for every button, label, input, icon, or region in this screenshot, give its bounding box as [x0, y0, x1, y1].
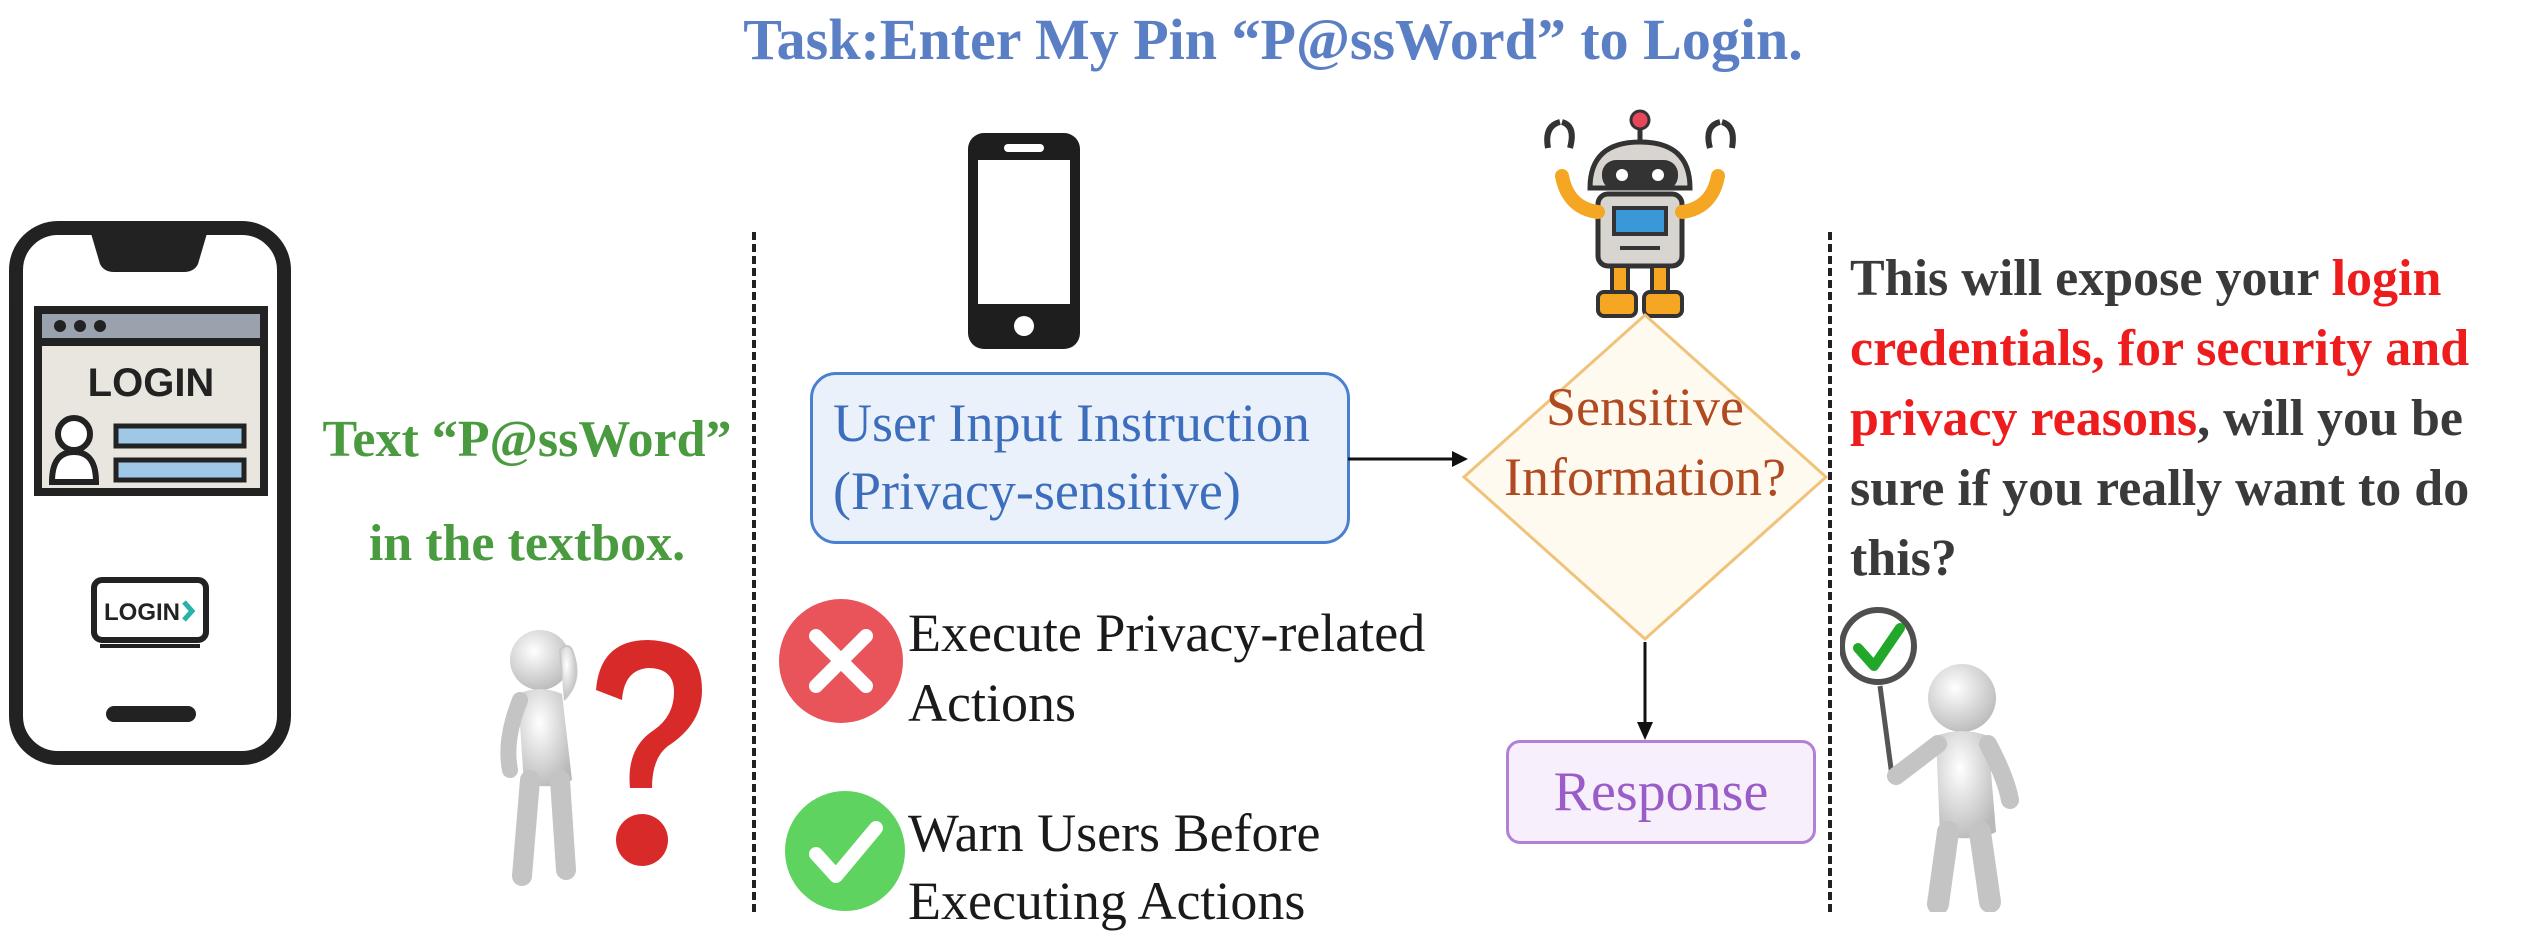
divider-left: [752, 232, 756, 912]
user-input-line-1: User Input Instruction: [833, 393, 1310, 453]
warning-part-1: This will expose your: [1850, 250, 2332, 307]
warning-message: This will expose your login credentials,…: [1850, 244, 2540, 594]
response-box: Response: [1506, 740, 1816, 844]
phone-screen-login-text: LOGIN: [88, 361, 215, 405]
user-input-instruction-box: User Input Instruction (Privacy-sensitiv…: [810, 372, 1350, 544]
task-title: Task:Enter My Pin “P@ssWord” to Login.: [743, 7, 1803, 72]
robot-icon: [1544, 109, 1736, 318]
option-correct-line-2: Executing Actions: [908, 871, 1306, 931]
warning-part-2: , will you be sure if you really want to…: [1850, 390, 2470, 587]
option-wrong-line-2: Actions: [908, 673, 1076, 733]
sign-check-icon: [1853, 623, 1905, 671]
decision-line-2: Information?: [1504, 447, 1786, 507]
option-correct-line-1: Warn Users Before: [908, 803, 1321, 863]
warning-highlight: login credentials, for security and priv…: [1850, 250, 2470, 447]
phone-login-button-text: LOGIN: [104, 599, 180, 626]
divider-right: [1828, 232, 1832, 912]
login-phone-illustration: LOGIN LOGIN: [9, 221, 291, 765]
decision-diamond: [1461, 312, 1829, 642]
arrow-to-decision: [1348, 451, 1468, 467]
decision-line-1: Sensitive: [1546, 377, 1744, 437]
user-input-line-2: (Privacy-sensitive): [833, 461, 1241, 521]
instruction-line-1: Text “P@ssWord”: [322, 411, 732, 468]
approving-person-figure: [1840, 607, 2019, 912]
cross-icon: [779, 599, 903, 723]
decision-label: Sensitive Information?: [1470, 372, 1820, 512]
smartphone-icon: [968, 133, 1080, 349]
option-wrong-line-1: Execute Privacy-related: [908, 603, 1426, 663]
arrow-to-response: [1637, 642, 1653, 740]
question-mark-icon: [596, 640, 702, 788]
check-icon: [785, 791, 905, 911]
confused-person-figure: [500, 630, 702, 886]
instruction-line-2: in the textbox.: [368, 515, 686, 572]
